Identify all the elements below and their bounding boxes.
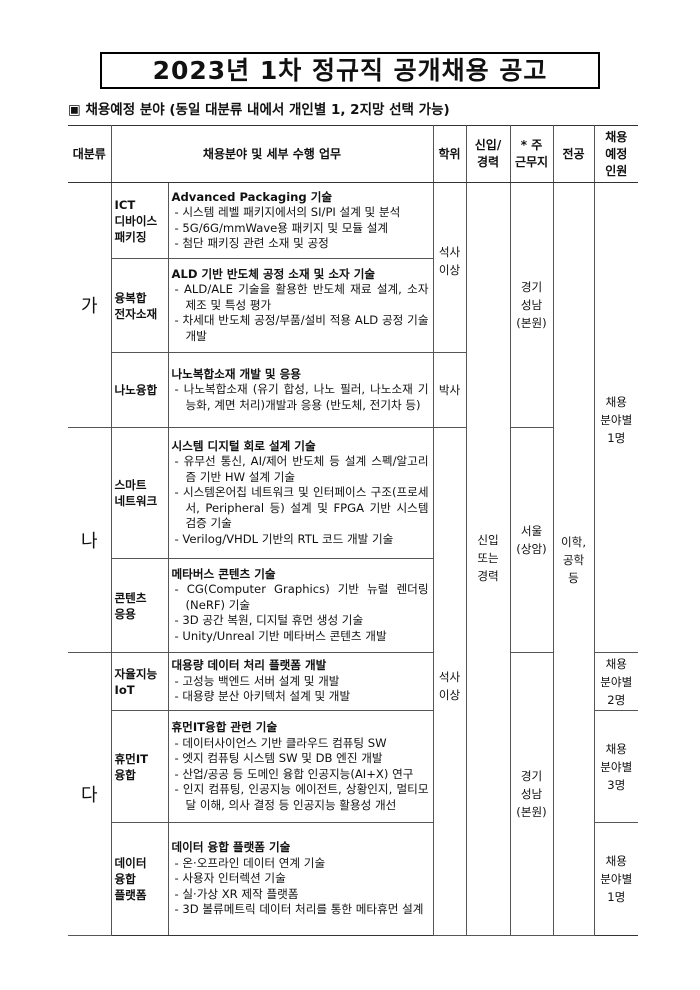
task-item: - 첨단 패키징 관련 소재 및 공정 (174, 236, 329, 250)
task-item: - 나노복합소재 (유기 합성, 나노 필러, 나노소재 기능화, 계면 처리)… (174, 382, 429, 412)
task-heading: 나노복합소재 개발 및 응용 (171, 366, 301, 381)
count-cell: 채용 분야별 1명 (593, 182, 638, 653)
field-description: 대용량 데이터 처리 플랫폼 개발- 고성능 백엔드 서버 설계 및 개발- 대… (167, 652, 434, 711)
task-heading: 대용량 데이터 처리 플랫폼 개발 (171, 658, 327, 673)
field-name: ICT 디바이스 패키징 (110, 182, 169, 259)
task-item: - 데이터사이언스 기반 클라우드 컴퓨팅 SW (174, 735, 387, 750)
major-cell: 이학, 공학 등 (552, 182, 595, 936)
header-location: * 주 근무지 (509, 125, 554, 183)
recruitment-table: 대분류 채용분야 및 세부 수행 업무 학위 신입/ 경력 * 주 근무지 전공… (68, 125, 638, 936)
task-item: - CG(Computer Graphics) 기반 뉴럴 렌더링(NeRF) … (174, 582, 429, 612)
task-item: - 사용자 인터렉션 기술 (174, 871, 286, 886)
header-count: 채용 예정 인원 (593, 125, 638, 183)
task-item: - 엣지 컴퓨팅 시스템 SW 및 DB 엔진 개발 (174, 751, 383, 765)
count-cell: 채용 분야별 3명 (593, 710, 638, 823)
group-label: 나 (68, 427, 112, 653)
header-field: 채용분야 및 세부 수행 업무 (110, 125, 434, 183)
task-item: - 3D 볼류메트릭 데이터 처리를 통한 메타휴먼 설계 (174, 902, 424, 917)
task-item: - 산업/공공 등 도메인 융합 인공지능(AI+X) 연구 (174, 766, 414, 781)
field-description: 나노복합소재 개발 및 응용- 나노복합소재 (유기 합성, 나노 필러, 나노… (167, 352, 434, 428)
location-cell: 경기 성남 (본원) (509, 652, 554, 936)
task-item: - Unity/Unreal 기반 메타버스 콘텐츠 개발 (174, 628, 387, 643)
group-label: 다 (68, 652, 112, 936)
field-name: 콘텐츠 응용 (111, 558, 169, 653)
header-category: 대분류 (68, 125, 112, 183)
degree-cell: 석사 이상 (432, 427, 467, 936)
header-career: 신입/ 경력 (465, 125, 511, 183)
task-heading: 메타버스 콘텐츠 기술 (171, 566, 276, 581)
task-item: - 5G/6G/mmWave용 패키지 및 모듈 설계 (174, 220, 389, 235)
field-name: 휴먼IT 융합 (111, 710, 169, 823)
task-item: - 시스템온어칩 네트워크 및 인터페이스 구조(프로세서, Periphera… (174, 485, 429, 531)
header-degree: 학위 (432, 125, 467, 183)
field-name: 데이터 융합 플랫폼 (111, 822, 169, 936)
group-label: 가 (68, 182, 112, 428)
task-item: - 차세대 반도체 공정/부품/설비 적용 ALD 공정 기술 개발 (174, 313, 429, 343)
task-item: - 유무선 통신, AI/제어 반도체 등 설계 스펙/알고리즘 기반 HW 설… (174, 454, 429, 484)
location-cell: 경기 성남 (본원) (509, 182, 554, 428)
field-name: 융복합 전자소재 (111, 258, 169, 353)
task-item: - ALD/ALE 기술을 활용한 반도체 재료 설계, 소자 제조 및 특성 … (174, 282, 429, 312)
career-cell: 신입 또는 경력 (465, 182, 511, 936)
count-cell: 채용 분야별 2명 (593, 652, 638, 711)
field-description: 데이터 융합 플랫폼 기술- 온·오프라인 데이터 연계 기술- 사용자 인터렉… (167, 822, 434, 936)
field-description: Advanced Packaging 기술- 시스템 레벨 패키지에서의 SI/… (167, 182, 434, 259)
count-cell: 채용 분야별 1명 (593, 822, 638, 936)
task-item: - 인지 컴퓨팅, 인공지능 에이전트, 상황인지, 멀티모달 이해, 의사 결… (174, 782, 429, 812)
field-description: 메타버스 콘텐츠 기술- CG(Computer Graphics) 기반 뉴럴… (167, 558, 433, 653)
task-heading: 데이터 융합 플랫폼 기술 (171, 840, 291, 855)
degree-cell: 박사 (432, 352, 466, 428)
task-item: - 고성능 백엔드 서버 설계 및 개발 (174, 673, 340, 688)
task-item: - Verilog/VHDL 기반의 RTL 코드 개발 기술 (174, 531, 394, 546)
field-description: 시스템 디지털 회로 설계 기술- 유무선 통신, AI/제어 반도체 등 설계… (167, 427, 434, 559)
field-description: 휴먼IT융합 관련 기술- 데이터사이언스 기반 클라우드 컴퓨팅 SW- 엣지… (167, 710, 434, 823)
task-heading: Advanced Packaging 기술 (171, 189, 333, 204)
field-name: 나노융합 (111, 352, 169, 428)
page-title: 2023년 1차 정규직 공개채용 공고 (100, 52, 600, 89)
field-name: 스마트 네트워크 (110, 427, 169, 559)
field-name: 자율지능 IoT (110, 652, 169, 711)
task-heading: 휴먼IT융합 관련 기술 (171, 720, 278, 734)
task-item: - 3D 공간 복원, 디지털 휴먼 생성 기술 (174, 613, 364, 628)
task-item: - 실·가상 XR 제작 플랫폼 (174, 886, 299, 901)
degree-cell: 석사 이상 (432, 182, 467, 353)
section-heading: ▣ 채용예정 분야 (동일 대분류 내에서 개인별 1, 2지망 선택 가능) (68, 102, 450, 118)
task-item: - 온·오프라인 데이터 연계 기술 (174, 855, 326, 870)
task-item: - 대용량 분산 아키텍처 설계 및 개발 (174, 689, 351, 704)
location-cell: 서울 (상암) (509, 427, 553, 653)
task-item: - 시스템 레벨 패키지에서의 SI/PI 설계 및 분석 (174, 205, 401, 219)
header-major: 전공 (552, 125, 595, 183)
field-description: ALD 기반 반도체 공정 소재 및 소자 기술- ALD/ALE 기술을 활용… (167, 258, 433, 353)
task-heading: 시스템 디지털 회로 설계 기술 (171, 438, 316, 453)
task-heading: ALD 기반 반도체 공정 소재 및 소자 기술 (171, 266, 376, 281)
